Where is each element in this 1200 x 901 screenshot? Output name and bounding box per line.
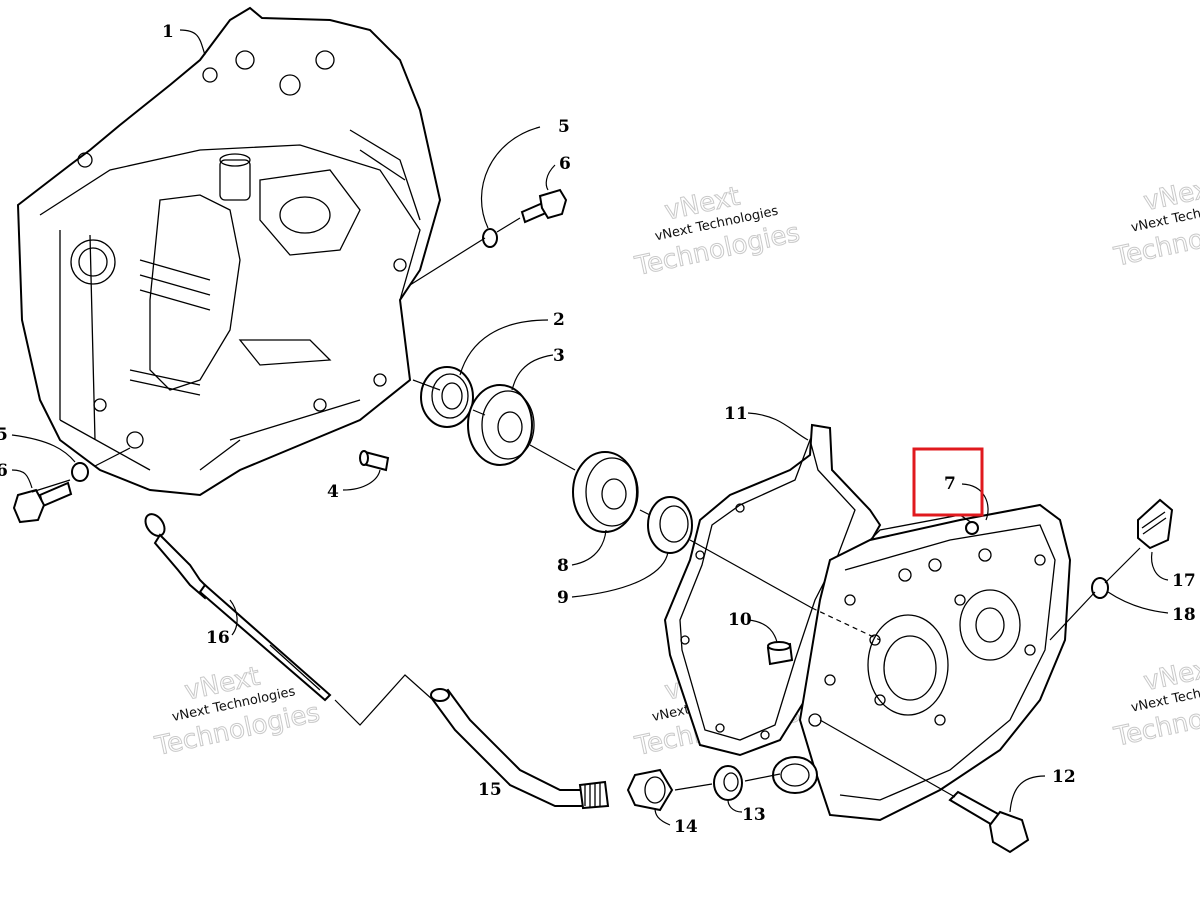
washer-part-5-left[interactable] [71,462,89,482]
callout-2: 2 [553,310,565,330]
seal-part-13[interactable] [713,765,743,801]
callout-6-left: 6 [0,461,8,481]
callout-1: 1 [162,22,174,42]
callout-16: 16 [206,628,230,648]
bearing-part[interactable] [467,384,535,466]
callout-3: 3 [553,346,565,366]
oil-filler-tube-part[interactable] [430,688,610,810]
dowel-part-10[interactable] [766,641,794,666]
bolt-part-6-top[interactable] [520,188,568,224]
watermark-right-top: vNext Technologies vNext Technologies [1110,172,1200,274]
watermark-right-bottom: vNext Technologies vNext Technologies [1110,652,1200,754]
crankcase-cover-part[interactable] [772,503,1072,822]
assembly-lines [31,217,1141,798]
bearing-part-8[interactable] [572,451,639,533]
gasket-part[interactable] [663,423,882,757]
o-ring-part[interactable] [1091,577,1109,599]
callout-18: 18 [1172,605,1196,625]
callout-7: 7 [944,474,956,494]
nut-part-14[interactable] [626,768,674,812]
callout-12: 12 [1052,767,1076,787]
callout-8: 8 [557,556,569,576]
callout-5-top: 5 [558,117,570,137]
callout-4: 4 [327,482,339,502]
callout-15: 15 [478,780,502,800]
highlight-box [912,447,984,517]
washer-part-5-top[interactable] [482,228,498,248]
crankcase-part[interactable] [16,6,442,497]
callout-leaders [11,29,1169,826]
flange-bolt-part[interactable] [948,790,1030,854]
oil-seal-part[interactable] [420,366,474,428]
drain-plug-part[interactable] [1137,498,1174,550]
callout-14: 14 [674,817,698,837]
bolt-part-6-left[interactable] [12,481,73,524]
watermark-center-top: vNext Technologies vNext Technologies [631,181,803,283]
callout-11: 11 [724,404,748,424]
callout-13: 13 [742,805,766,825]
callout-6-top: 6 [559,154,571,174]
callout-5-left: 5 [0,425,8,445]
callout-17: 17 [1172,571,1196,591]
oil-seal-part-9[interactable] [647,496,693,554]
dowel-pin-part[interactable] [359,450,390,472]
callout-9: 9 [557,588,569,608]
dipstick-part[interactable] [142,511,332,702]
callout-10: 10 [728,610,752,630]
